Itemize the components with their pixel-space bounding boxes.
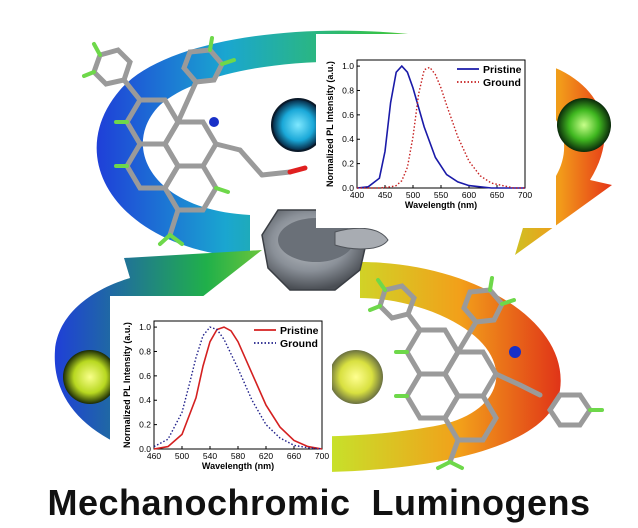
- y-tick-label: 0.4: [342, 134, 354, 144]
- y-tick-label: 0.0: [139, 444, 151, 454]
- x-axis-label: Wavelength (nm): [405, 200, 477, 210]
- x-tick-label: 600: [462, 190, 476, 200]
- sample-photo-yellow-dark: [63, 350, 117, 404]
- x-axis-label: Wavelength (nm): [202, 461, 274, 471]
- x-tick-label: 650: [490, 190, 504, 200]
- x-tick-label: 460: [147, 451, 161, 461]
- y-tick-label: 1.0: [139, 322, 151, 332]
- chart-bottom: 460 500 540 580 620 660 700 0.0 0.2 0.4 0.6 0.8 1.0W…: [110, 296, 332, 480]
- y-tick-label: 0.8: [342, 85, 354, 95]
- y-tick-label: 0.6: [342, 110, 354, 120]
- y-tick-label: 0.8: [139, 346, 151, 356]
- x-tick-label: 580: [231, 451, 245, 461]
- x-tick-label: 450: [378, 190, 392, 200]
- chart-top: 400 450 500 550 600 650 700 0.0 0.2 0.4 0.6 0.8 1.0W…: [316, 34, 556, 228]
- series-line-ground: [153, 326, 323, 450]
- x-tick-label: 400: [350, 190, 364, 200]
- y-axis-label: Normalized PL Intensity (a.u.): [325, 61, 335, 187]
- legend-label-pristine: Pristine: [483, 64, 522, 76]
- y-axis-label: Normalized PL Intensity (a.u.): [122, 322, 132, 448]
- legend-label-pristine: Pristine: [280, 325, 319, 337]
- y-tick-label: 1.0: [342, 61, 354, 71]
- x-tick-label: 540: [203, 451, 217, 461]
- x-tick-label: 620: [259, 451, 273, 461]
- x-tick-label: 700: [315, 451, 329, 461]
- x-tick-label: 500: [175, 451, 189, 461]
- sample-photo-green: [557, 98, 611, 152]
- series-line-pristine: [356, 64, 525, 189]
- y-tick-label: 0.2: [342, 159, 354, 169]
- series-line-ground: [357, 66, 525, 189]
- legend-label-ground: Ground: [483, 77, 521, 89]
- y-tick-label: 0.6: [139, 371, 151, 381]
- x-tick-label: 500: [406, 190, 420, 200]
- y-tick-label: 0.4: [139, 395, 151, 405]
- series-line-pristine: [153, 326, 323, 450]
- x-tick-label: 550: [434, 190, 448, 200]
- y-tick-label: 0.2: [139, 420, 151, 430]
- x-tick-label: 700: [518, 190, 532, 200]
- molecule-top-left: [82, 36, 308, 246]
- y-tick-label: 0.0: [342, 183, 354, 193]
- figure-title: Mechanochromic Luminogens: [47, 482, 591, 523]
- sample-photo-yellow-light: [329, 350, 383, 404]
- mortar-and-pestle-image: [261, 209, 389, 291]
- legend-label-ground: Ground: [280, 338, 318, 350]
- molecule-bottom-right: [368, 276, 604, 470]
- x-tick-label: 660: [287, 451, 301, 461]
